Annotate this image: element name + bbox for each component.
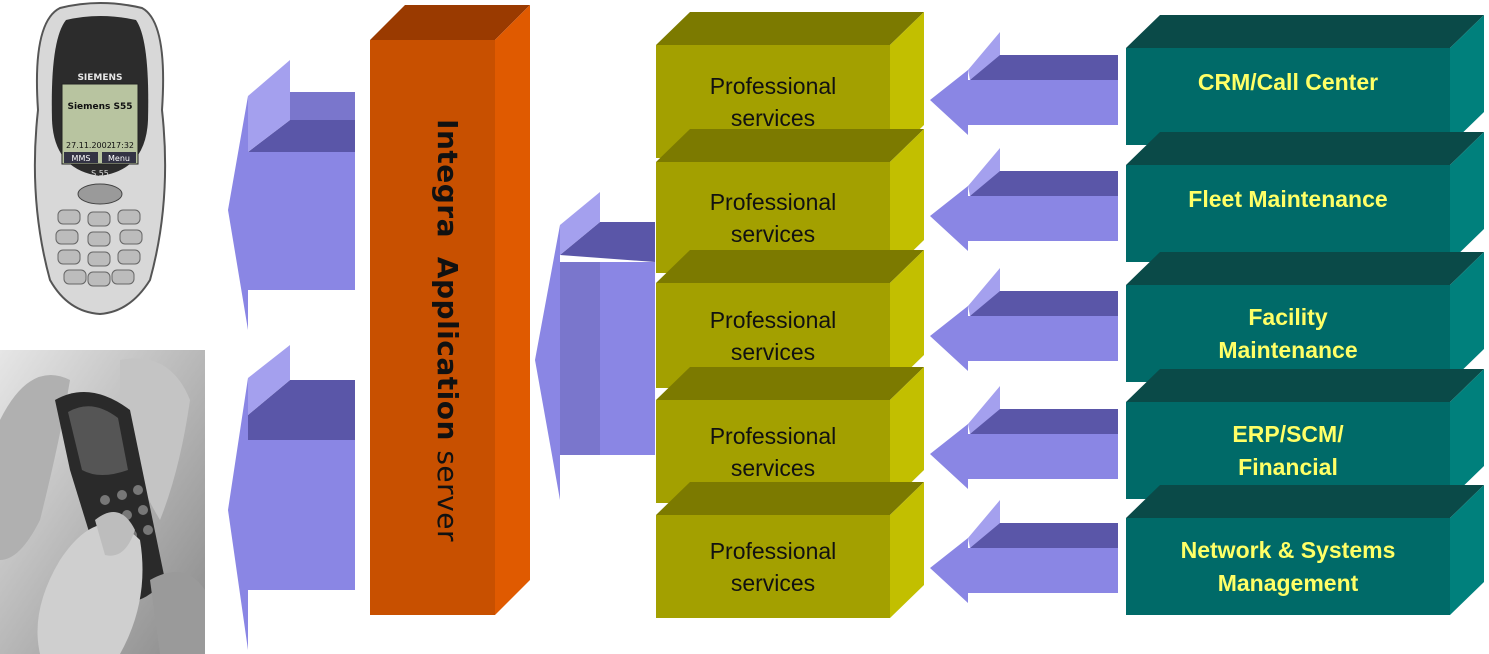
server-word-server: server xyxy=(430,449,464,542)
server-word-integra: Integra xyxy=(430,118,464,238)
system-line2: Management xyxy=(1217,569,1359,596)
system-line1: Fleet Maintenance xyxy=(1188,185,1388,212)
phone-model-text: Siemens S55 xyxy=(67,102,132,112)
system-line1: Facility xyxy=(1248,303,1328,330)
sys-box-4 xyxy=(1126,369,1484,499)
right-arrow-1 xyxy=(930,32,1118,135)
system-line1: CRM/Call Center xyxy=(1197,68,1379,95)
prof-line1: Professional xyxy=(709,306,837,333)
system-line1: ERP/SCM/ xyxy=(1232,420,1344,447)
prof-line1: Professional xyxy=(709,422,837,449)
prof-services-label-4: Professional services xyxy=(656,400,890,503)
prof-line2: services xyxy=(730,454,816,481)
hands-phone-photo xyxy=(0,350,205,654)
right-arrow-4 xyxy=(930,386,1118,489)
system-label-fleet: Fleet Maintenance xyxy=(1126,165,1450,233)
prof-box-5 xyxy=(656,482,924,618)
phone-time-text: 17:32 xyxy=(111,141,134,150)
sys-box-5 xyxy=(1126,485,1484,615)
server-box xyxy=(370,5,530,615)
left-arrow-bottom xyxy=(228,345,355,650)
system-line2: Maintenance xyxy=(1218,336,1358,363)
prof-box-4 xyxy=(656,367,924,503)
prof-line1: Professional xyxy=(709,72,837,99)
right-arrow-5 xyxy=(930,500,1118,603)
prof-services-stack xyxy=(656,12,924,618)
phone-bottom-label-text: S 55 xyxy=(91,169,109,178)
system-line2: Financial xyxy=(1238,453,1338,480)
prof-line2: services xyxy=(730,338,816,365)
prof-line2: services xyxy=(730,104,816,131)
prof-line1: Professional xyxy=(709,188,837,215)
prof-line2: services xyxy=(730,569,816,596)
right-arrow-3 xyxy=(930,268,1118,371)
right-arrow-2 xyxy=(930,148,1118,251)
prof-line1: Professional xyxy=(709,537,837,564)
phone-date-text: 27.11.2002 xyxy=(66,141,112,150)
prof-services-label-5: Professional services xyxy=(656,515,890,618)
middle-arrow xyxy=(535,192,655,500)
phone-soft-right-text: Menu xyxy=(108,154,130,163)
siemens-phone-image: SIEMENS Siemens S55 27.11.2002 17:32 MMS… xyxy=(33,2,167,316)
right-arrows xyxy=(930,32,1118,603)
prof-services-label-2: Professional services xyxy=(656,162,890,273)
system-line1: Network & Systems xyxy=(1180,536,1396,563)
server-label-text: Integra Application server xyxy=(431,119,464,542)
system-label-network: Network & Systems Management xyxy=(1126,518,1450,615)
system-label-crm: CRM/Call Center xyxy=(1126,48,1450,116)
left-arrow-top xyxy=(228,60,355,330)
server-label: Integra Application server xyxy=(382,60,512,600)
prof-services-label-1: Professional services xyxy=(656,45,890,158)
prof-services-label-3: Professional services xyxy=(656,283,890,388)
system-label-facility: Facility Maintenance xyxy=(1126,285,1450,382)
server-word-application: Application xyxy=(430,256,464,441)
system-label-erp: ERP/SCM/ Financial xyxy=(1126,402,1450,499)
phone-soft-left-text: MMS xyxy=(72,154,91,163)
phone-brand-text: SIEMENS xyxy=(77,73,122,83)
sys-box-1 xyxy=(1126,15,1484,145)
systems-stack xyxy=(1126,15,1484,615)
prof-line2: services xyxy=(730,220,816,247)
sys-box-3 xyxy=(1126,252,1484,382)
sys-box-2 xyxy=(1126,132,1484,262)
